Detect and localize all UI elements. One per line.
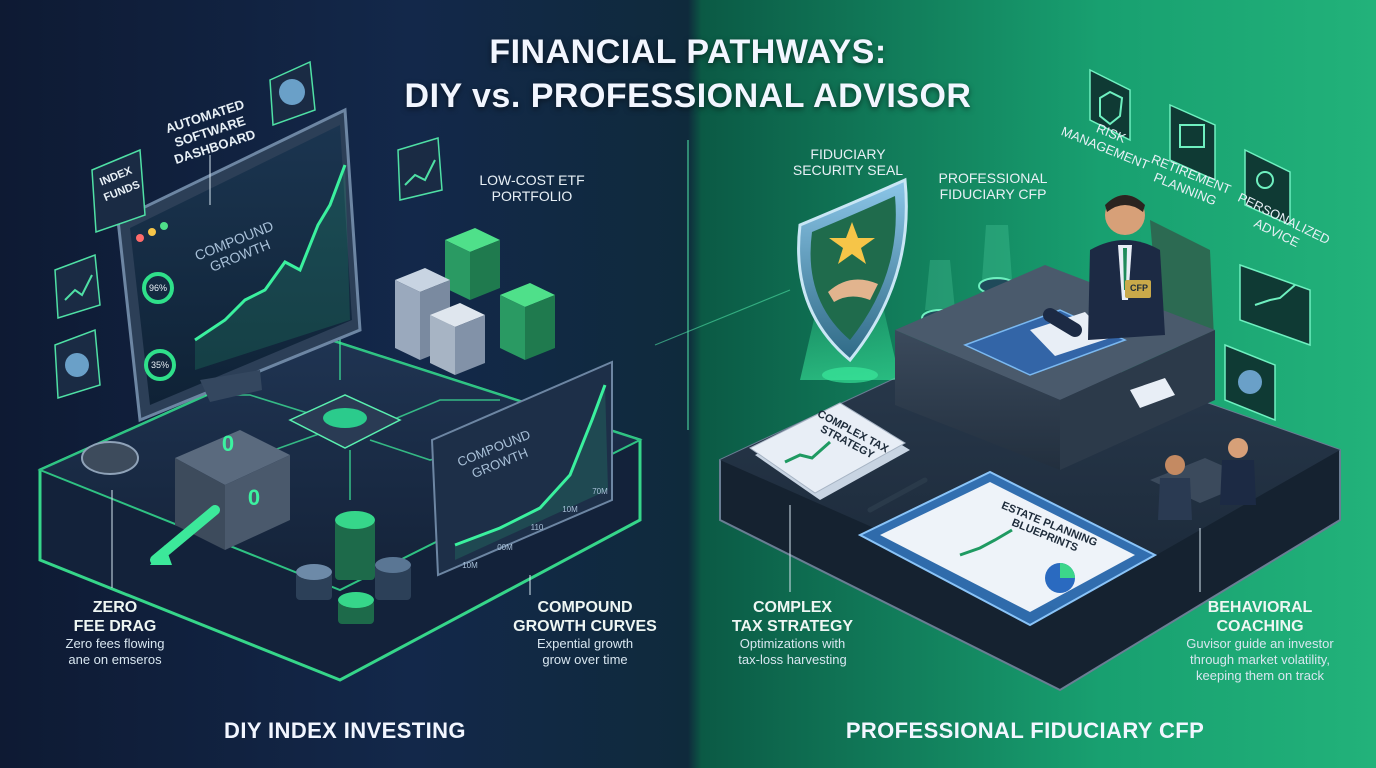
- callout-lines: [111, 155, 1201, 595]
- caption-tax-body-2: tax-loss harvesting: [738, 652, 847, 667]
- estate-blueprint: [857, 470, 1158, 627]
- floating-panels-left: [54, 60, 443, 400]
- etf-portfolio-label: LOW-COST ETF PORTFOLIO: [479, 172, 585, 204]
- chart-tick-2: 00M: [497, 543, 513, 552]
- floating-panels-right: [1089, 68, 1311, 422]
- zero-fee-safe: [81, 430, 290, 565]
- caption-zero-fee-heading-2: FEE DRAG: [73, 618, 157, 635]
- chart-tick-1: 10M: [462, 561, 478, 570]
- caption-compound-heading-2: GROWTH CURVES: [513, 618, 657, 635]
- connector-line: [654, 289, 791, 346]
- footer-diy: DIY INDEX INVESTING: [224, 718, 466, 743]
- dashboard-monitor: [116, 107, 362, 423]
- gauge-1: 96%: [148, 283, 167, 293]
- caption-tax-body-1: Optimizations with: [739, 636, 846, 651]
- advisor-desk: [895, 195, 1215, 470]
- title-line-1: FINANCIAL PATHWAYS:: [489, 33, 887, 71]
- main-title: FINANCIAL PATHWAYS: DIY vs. PROFESSIONAL…: [288, 30, 1088, 118]
- caption-compound-body-1: Expential growth: [536, 636, 634, 651]
- coin-stacks: [296, 511, 411, 624]
- caption-coaching-heading-2: COACHING: [1216, 618, 1304, 635]
- etf-blocks: [395, 228, 555, 375]
- cfp-badge: CFP: [1130, 283, 1148, 293]
- compound-growth-board: [430, 360, 613, 577]
- caption-zero-fee-heading-1: ZERO: [92, 599, 138, 616]
- seal-label: FIDUCIARY SECURITY SEAL: [792, 146, 904, 178]
- caption-coaching-body-3: keeping them on track: [1196, 668, 1324, 683]
- title-line-2: DIY vs. PROFESSIONAL ADVISOR: [404, 77, 972, 115]
- chart-tick-3: 110: [530, 523, 544, 532]
- caption-coaching-body-2: through market volatility,: [1190, 652, 1330, 667]
- caption-zero-fee-body-2: ane on emseros: [68, 652, 162, 667]
- caption-zero-fee-body-1: Zero fees flowing: [65, 636, 165, 651]
- caption-tax-strategy: COMPLEX TAX STRATEGY Optimizations with …: [705, 598, 880, 668]
- cfp-label: PROFESSIONAL FIDUCIARY CFP: [938, 170, 1048, 202]
- caption-zero-fee: ZERO FEE DRAG Zero fees flowing ane on e…: [30, 598, 200, 668]
- tax-strategy-document: [749, 402, 928, 513]
- caption-coaching-heading-1: BEHAVIORAL: [1207, 599, 1313, 616]
- coaching-scene: [1150, 438, 1256, 520]
- caption-compound-growth: COMPOUND GROWTH CURVES Expential growth …: [500, 598, 670, 668]
- caption-compound-body-2: grow over time: [542, 652, 628, 667]
- chart-tick-5: 70M: [592, 487, 608, 496]
- caption-behavioral-coaching: BEHAVIORAL COACHING Guvisor guide an inv…: [1160, 598, 1360, 684]
- chart-tick-4: 10M: [562, 505, 578, 514]
- caption-compound-heading-1: COMPOUND: [537, 599, 633, 616]
- footer-cfp: PROFESSIONAL FIDUCIARY CFP: [845, 718, 1205, 743]
- gauge-2: 35%: [150, 360, 169, 370]
- safe-digit-2: 0: [247, 485, 261, 510]
- caption-coaching-body-1: Guvisor guide an investor: [1186, 636, 1334, 651]
- caption-tax-heading-1: COMPLEX: [752, 599, 833, 616]
- fiduciary-shield: [797, 177, 908, 383]
- safe-digit: 0: [221, 431, 235, 456]
- caption-tax-heading-2: TAX STRATEGY: [731, 618, 854, 635]
